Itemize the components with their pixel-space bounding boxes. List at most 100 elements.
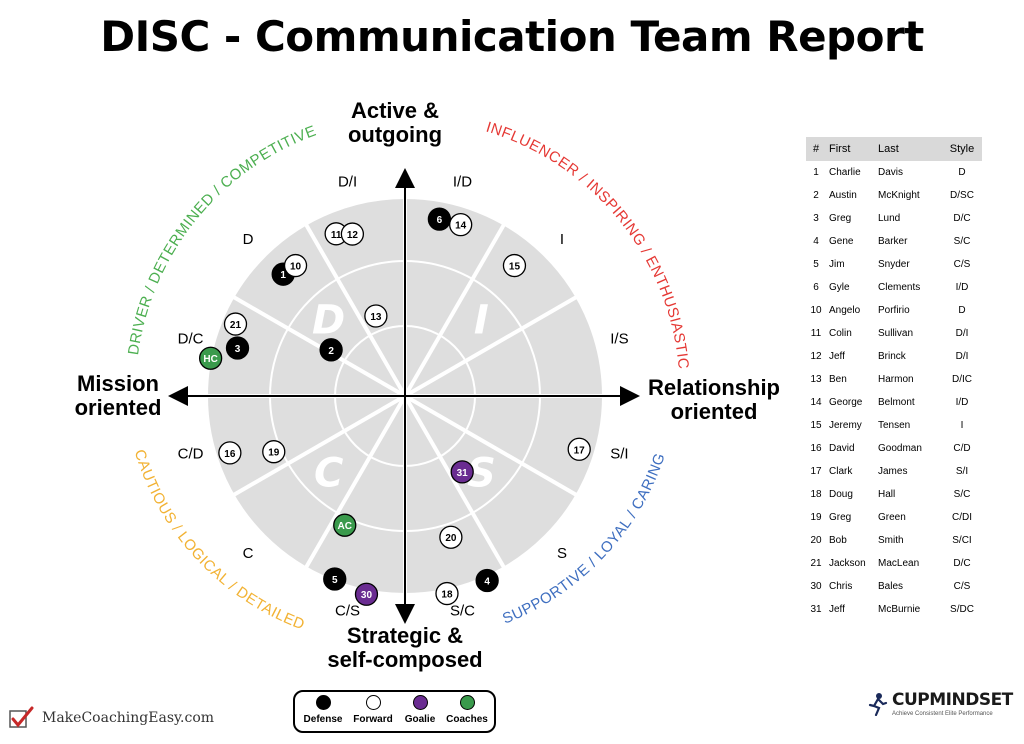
- player-number: 3: [235, 344, 241, 355]
- player-dot-goalie: [450, 460, 474, 484]
- quadrant-letter-D: D: [312, 298, 345, 344]
- roster-last: Davis: [878, 167, 904, 178]
- player-marker: 14: [449, 212, 473, 237]
- roster-last: Lund: [878, 213, 901, 224]
- player-marker: AC: [333, 513, 357, 537]
- player-marker: 15: [502, 253, 527, 278]
- legend-label: Coaches: [446, 714, 488, 725]
- roster-header-last: Last: [873, 137, 942, 161]
- style-label: I/D: [453, 174, 472, 191]
- roster-number: 5: [813, 259, 819, 270]
- roster-first: Greg: [829, 213, 852, 224]
- player-dot-forward: [218, 441, 242, 465]
- roster-number: 2: [813, 190, 819, 201]
- roster-last: Smith: [878, 535, 904, 546]
- roster-number: 12: [810, 351, 822, 362]
- roster-header-style: Style: [942, 137, 982, 161]
- player-number: AC: [338, 521, 352, 532]
- roster-first: Doug: [829, 489, 853, 500]
- roster-style: I/D: [955, 282, 969, 293]
- roster-first: Jeff: [829, 351, 845, 362]
- roster-number: 20: [810, 535, 822, 546]
- player-dot-defense: [475, 568, 499, 593]
- legend-label: Defense: [303, 714, 343, 725]
- roster-first: Jackson: [829, 558, 866, 569]
- player-number: HC: [203, 354, 217, 365]
- player-marker: 17: [567, 437, 591, 461]
- roster-last: Goodman: [878, 443, 922, 454]
- roster-last: James: [878, 466, 908, 477]
- roster-first: Gyle: [829, 282, 850, 293]
- legend-dot-forward: [365, 695, 381, 710]
- style-label: D: [243, 231, 254, 248]
- player-dot-forward: [364, 304, 388, 328]
- roster-number: 18: [810, 489, 822, 500]
- roster-number: 14: [810, 397, 822, 408]
- roster-last: McBurnie: [878, 604, 921, 615]
- wheel-divider: [403, 394, 506, 569]
- player-dot-forward: [567, 437, 591, 461]
- style-label: S: [557, 545, 567, 562]
- makecoachingeasy-logo: MakeCoachingEasy.com: [8, 705, 214, 731]
- quadrant-letter-I: I: [474, 298, 489, 344]
- axis-label-bottom: self-composed: [327, 647, 482, 672]
- roster-first: David: [829, 443, 855, 454]
- roster-first: George: [829, 397, 863, 408]
- roster-last: Barker: [878, 236, 908, 247]
- style-label: I/S: [610, 331, 628, 348]
- player-dot-forward: [502, 253, 527, 278]
- roster-last: Brinck: [878, 351, 906, 362]
- roster-last: Bales: [878, 581, 904, 592]
- wheel-divider: [403, 394, 578, 497]
- axis-label-right: Relationship: [648, 375, 780, 400]
- player-marker: 20: [439, 525, 463, 549]
- roster-header-number: #: [806, 137, 826, 161]
- style-label: D/I: [338, 174, 357, 191]
- legend-item-forward: Forward: [348, 695, 398, 725]
- roster-style: I/D: [955, 397, 969, 408]
- player-number: 13: [370, 312, 382, 323]
- roster-last: McKnight: [878, 190, 920, 201]
- player-marker: 18: [435, 581, 459, 606]
- legend-item-goalie: Goalie: [395, 695, 445, 725]
- axis-label-left: oriented: [75, 395, 162, 420]
- player-dot-defense: [323, 567, 347, 591]
- roster-number: 3: [813, 213, 819, 224]
- wheel-divider: [304, 223, 407, 398]
- legend-dot-coaches: [459, 695, 475, 710]
- player-number: 31: [457, 468, 469, 479]
- roster-header-row: # First Last Style: [806, 137, 982, 161]
- roster-number: 1: [813, 167, 819, 178]
- player-dot-forward: [340, 222, 365, 246]
- style-label: I: [560, 231, 564, 248]
- player-number: 30: [361, 590, 373, 601]
- roster-last: Porfirio: [878, 305, 910, 316]
- player-number: 16: [224, 449, 236, 460]
- roster-first: Ben: [829, 374, 847, 385]
- roster-style: D: [958, 305, 966, 316]
- legend-item-coaches: Coaches: [442, 695, 492, 725]
- roster-number: 17: [810, 466, 822, 477]
- player-number: 21: [230, 320, 242, 331]
- player-number: 18: [441, 590, 453, 601]
- axis-label-left: Mission: [77, 371, 159, 396]
- roster-number: 19: [810, 512, 822, 523]
- roster-number: 13: [810, 374, 822, 385]
- roster-number: 31: [810, 604, 822, 615]
- roster-last: Harmon: [878, 374, 914, 385]
- roster-style: D/IC: [952, 374, 972, 385]
- roster-last: Hall: [878, 489, 896, 500]
